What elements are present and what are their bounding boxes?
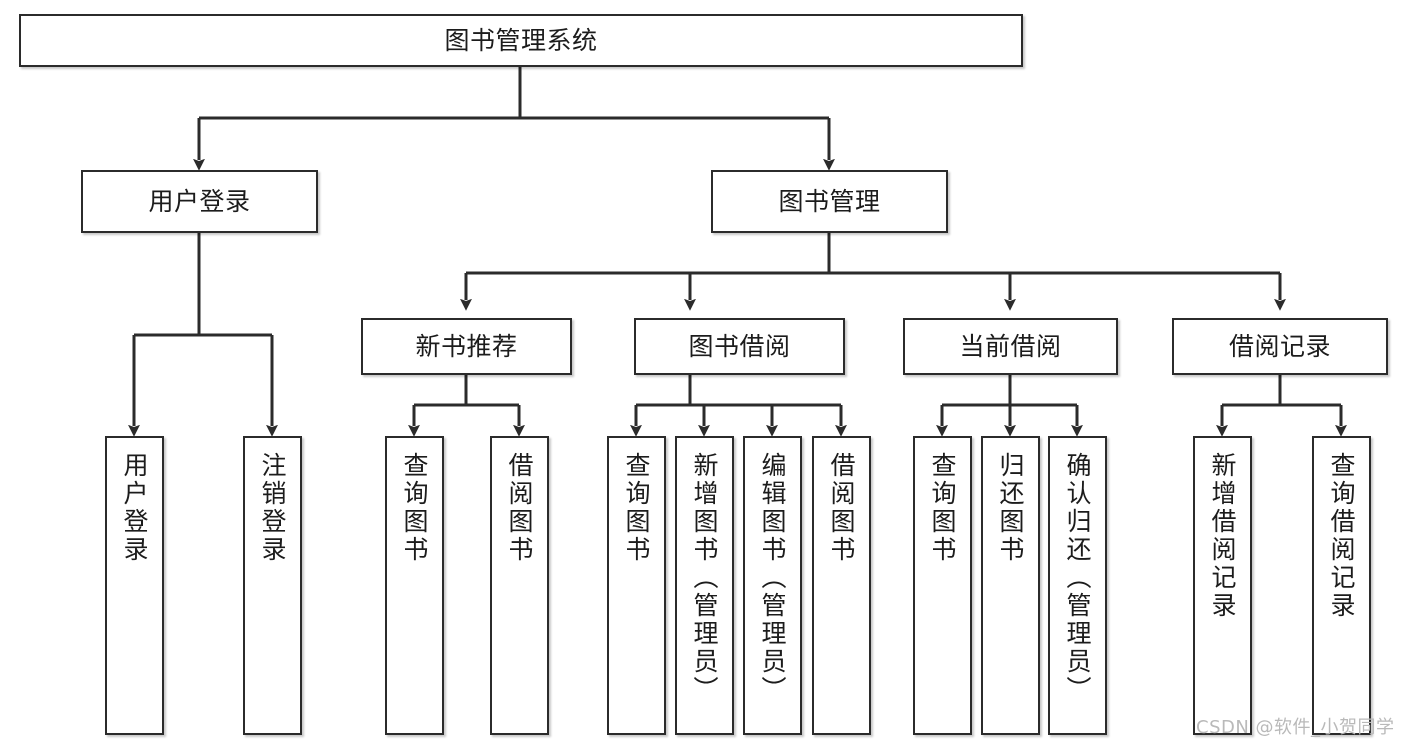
node-label: 查询图书 [622, 452, 651, 564]
leaf-borrow-book[interactable]: 借阅图书 [812, 436, 871, 735]
leaf-query-book-current[interactable]: 查询图书 [913, 436, 972, 735]
node-label: 用户登录 [120, 452, 149, 564]
node-label: 新增借阅记录 [1208, 452, 1237, 620]
node-label: 借阅记录 [1228, 331, 1331, 361]
node-label: 查询图书 [928, 452, 957, 564]
leaf-borrow-book-recommend[interactable]: 借阅图书 [490, 436, 549, 735]
node-book-management[interactable]: 图书管理 [711, 170, 948, 233]
node-label: 图书管理 [778, 186, 881, 216]
node-root-system[interactable]: 图书管理系统 [19, 14, 1023, 67]
node-label: 注销登录 [258, 452, 287, 564]
node-label: 用户登录 [148, 186, 251, 216]
node-new-book-recommend[interactable]: 新书推荐 [361, 318, 572, 375]
node-label: 新增图书（管理员） [690, 452, 719, 704]
node-user-login[interactable]: 用户登录 [81, 170, 318, 233]
leaf-return-book[interactable]: 归还图书 [981, 436, 1040, 735]
node-label: 确认归还（管理员） [1063, 452, 1092, 704]
csdn-watermark: CSDN @软件_小贺同学 [1196, 717, 1395, 738]
node-label: 归还图书 [996, 452, 1025, 564]
leaf-confirm-return-admin[interactable]: 确认归还（管理员） [1048, 436, 1107, 735]
node-book-borrow[interactable]: 图书借阅 [634, 318, 845, 375]
node-label: 图书借阅 [688, 331, 791, 361]
leaf-query-book-borrow[interactable]: 查询图书 [607, 436, 666, 735]
leaf-query-book-recommend[interactable]: 查询图书 [385, 436, 444, 735]
leaf-query-borrow-record[interactable]: 查询借阅记录 [1312, 436, 1371, 735]
node-label: 图书管理系统 [444, 25, 598, 55]
node-label: 编辑图书（管理员） [758, 452, 787, 704]
leaf-logout[interactable]: 注销登录 [243, 436, 302, 735]
node-current-borrow[interactable]: 当前借阅 [903, 318, 1118, 375]
leaf-add-book-admin[interactable]: 新增图书（管理员） [675, 436, 734, 735]
leaf-user-login[interactable]: 用户登录 [105, 436, 164, 735]
node-label: 借阅图书 [827, 452, 856, 564]
node-label: 新书推荐 [415, 331, 518, 361]
leaf-edit-book-admin[interactable]: 编辑图书（管理员） [743, 436, 802, 735]
leaf-add-borrow-record[interactable]: 新增借阅记录 [1193, 436, 1252, 735]
node-label: 当前借阅 [959, 331, 1062, 361]
node-borrow-records[interactable]: 借阅记录 [1172, 318, 1388, 375]
node-label: 借阅图书 [505, 452, 534, 564]
node-label: 查询借阅记录 [1327, 452, 1356, 620]
node-label: 查询图书 [400, 452, 429, 564]
